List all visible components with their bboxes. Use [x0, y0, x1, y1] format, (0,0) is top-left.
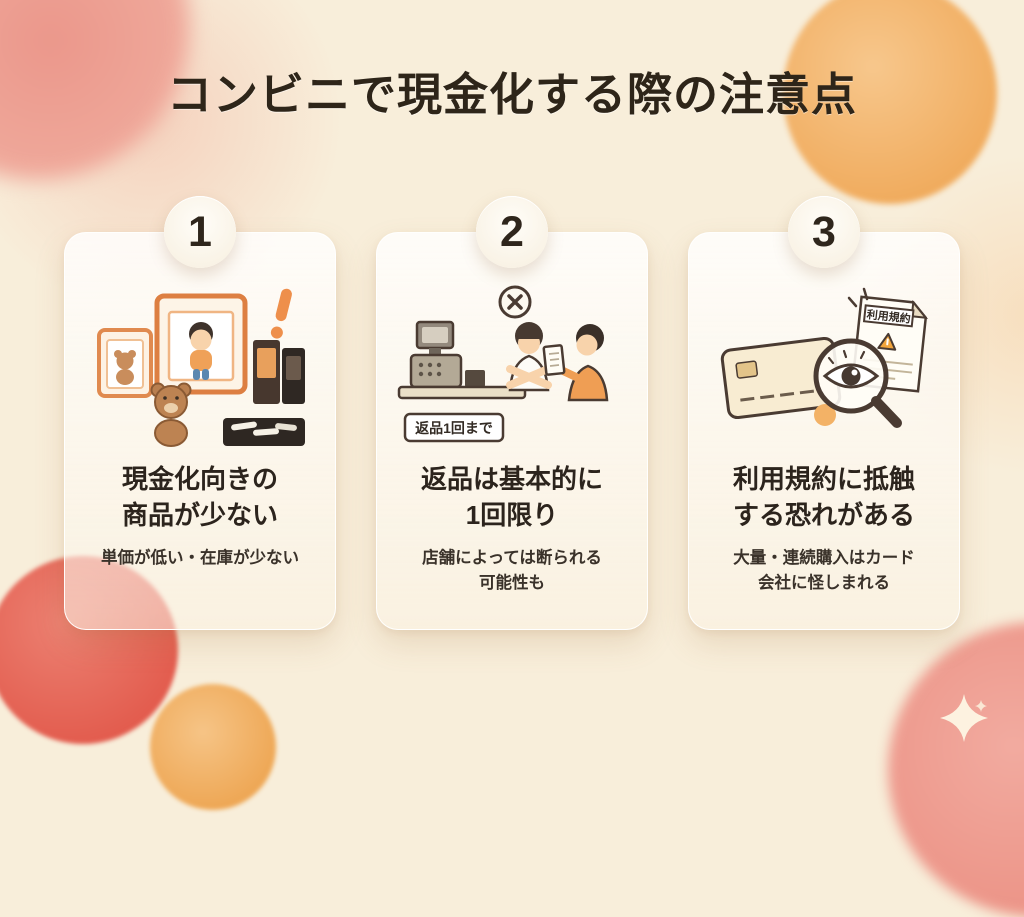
credit-card-icon: [720, 336, 842, 420]
card3-number-badge: 3: [788, 196, 860, 268]
card2-illustration: 返品1回まで: [377, 281, 647, 453]
terms-doc-label: 利用規約: [866, 307, 911, 326]
card2-heading: 返品は基本的に 1回限り: [420, 464, 603, 531]
card1-heading: 現金化向きの 商品が少ない: [121, 464, 278, 531]
card2-subtext: 店舗によっては断られる 可能性も: [422, 548, 602, 592]
terms-inspection-illustration-icon: 利用規約: [720, 287, 929, 428]
page-title: コンビニで現金化する際の注意点: [166, 69, 857, 120]
card-few-products: 1: [64, 196, 336, 630]
return-sign-label: 返品1回まで: [415, 420, 493, 436]
magnifier-eye-icon: [813, 338, 902, 428]
card3-subtext: 大量・連続購入はカード 会社に怪しまれる: [733, 548, 915, 592]
decor-blob-bottom-right: [888, 622, 1024, 917]
card3-heading: 利用規約に抵触 する恐れがある: [732, 464, 915, 531]
exclamation-icon: [270, 288, 292, 339]
decor-circle-bottom-center: [150, 684, 276, 810]
card-terms-violation: 3 利用規約: [688, 196, 960, 630]
card1-illustration: [65, 281, 335, 453]
card1-subtext: 単価が低い・在庫が少ない: [101, 548, 299, 567]
card3-illustration: 利用規約: [689, 281, 959, 453]
card2-number-badge: 2: [476, 196, 548, 268]
register-scene-illustration-icon: 返品1回まで: [397, 285, 609, 443]
products-illustration-icon: [97, 288, 305, 447]
cards-row: 1: [0, 196, 1024, 630]
sparkle-icon: [940, 694, 988, 742]
card-return-limit: 2: [376, 196, 648, 630]
card1-number-badge: 1: [164, 196, 236, 268]
return-sign: [403, 412, 505, 443]
